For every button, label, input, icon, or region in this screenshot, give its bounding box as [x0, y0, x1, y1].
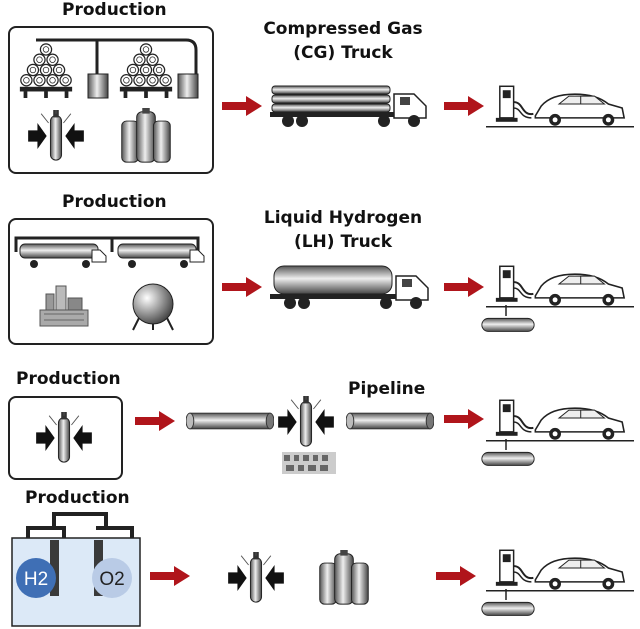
- arrow-icon: [222, 277, 262, 297]
- h2-label: H2: [24, 569, 48, 590]
- lh-trailer-icon: [19, 243, 107, 268]
- pipe-icon: [186, 412, 274, 430]
- production-label-cg: Production: [62, 0, 167, 20]
- valve-block-icon: [87, 73, 109, 99]
- compressor-icon: [228, 552, 284, 603]
- compressor-icon: [36, 412, 92, 463]
- lh-truck-icon: [270, 265, 429, 309]
- station-icon: [486, 85, 634, 128]
- electrolyzer-icon: [11, 512, 141, 627]
- arrow-icon: [150, 566, 190, 586]
- transport-label-lh: Liquid Hydrogen (LH) Truck: [263, 208, 423, 252]
- valve-block-icon: [177, 73, 199, 99]
- underground-tank-icon: [481, 601, 535, 616]
- compressor-icon: [28, 110, 84, 161]
- cg-truck-icon: [270, 85, 427, 127]
- underground-tank-icon: [481, 317, 535, 332]
- production-label-lh: Production: [62, 192, 167, 212]
- pipeline-station-icon: [282, 452, 336, 474]
- arrow-icon: [444, 409, 484, 429]
- cg-manifold-line: [36, 38, 198, 78]
- storage-tanks-icon: [121, 108, 171, 163]
- o2-label: O2: [99, 569, 124, 590]
- arrow-icon: [135, 411, 175, 431]
- underground-tank-icon: [481, 451, 535, 466]
- cylinder-stack-icon: [19, 43, 73, 99]
- station-icon: [486, 265, 634, 308]
- production-box-pipeline: [8, 396, 123, 480]
- lh-manifold-line: [14, 236, 200, 252]
- transport-label-cg: Compressed Gas (CG) Truck: [263, 19, 423, 63]
- refinery-icon: [39, 285, 89, 327]
- arrow-icon: [444, 277, 484, 297]
- station-icon: [486, 549, 634, 592]
- pipe-icon: [346, 412, 434, 430]
- production-label-pipeline: Production: [16, 369, 121, 389]
- compressor-icon: [278, 396, 334, 447]
- arrow-icon: [436, 566, 476, 586]
- arrow-icon: [222, 96, 262, 116]
- station-icon: [486, 399, 634, 442]
- storage-tanks-icon: [319, 550, 369, 605]
- production-label-onsite: Production: [25, 488, 130, 508]
- cylinder-stack-icon: [119, 43, 173, 99]
- lh-trailer-icon: [117, 243, 205, 268]
- sphere-tank-icon: [132, 283, 174, 331]
- arrow-icon: [444, 96, 484, 116]
- transport-label-pipeline: Pipeline: [348, 379, 426, 399]
